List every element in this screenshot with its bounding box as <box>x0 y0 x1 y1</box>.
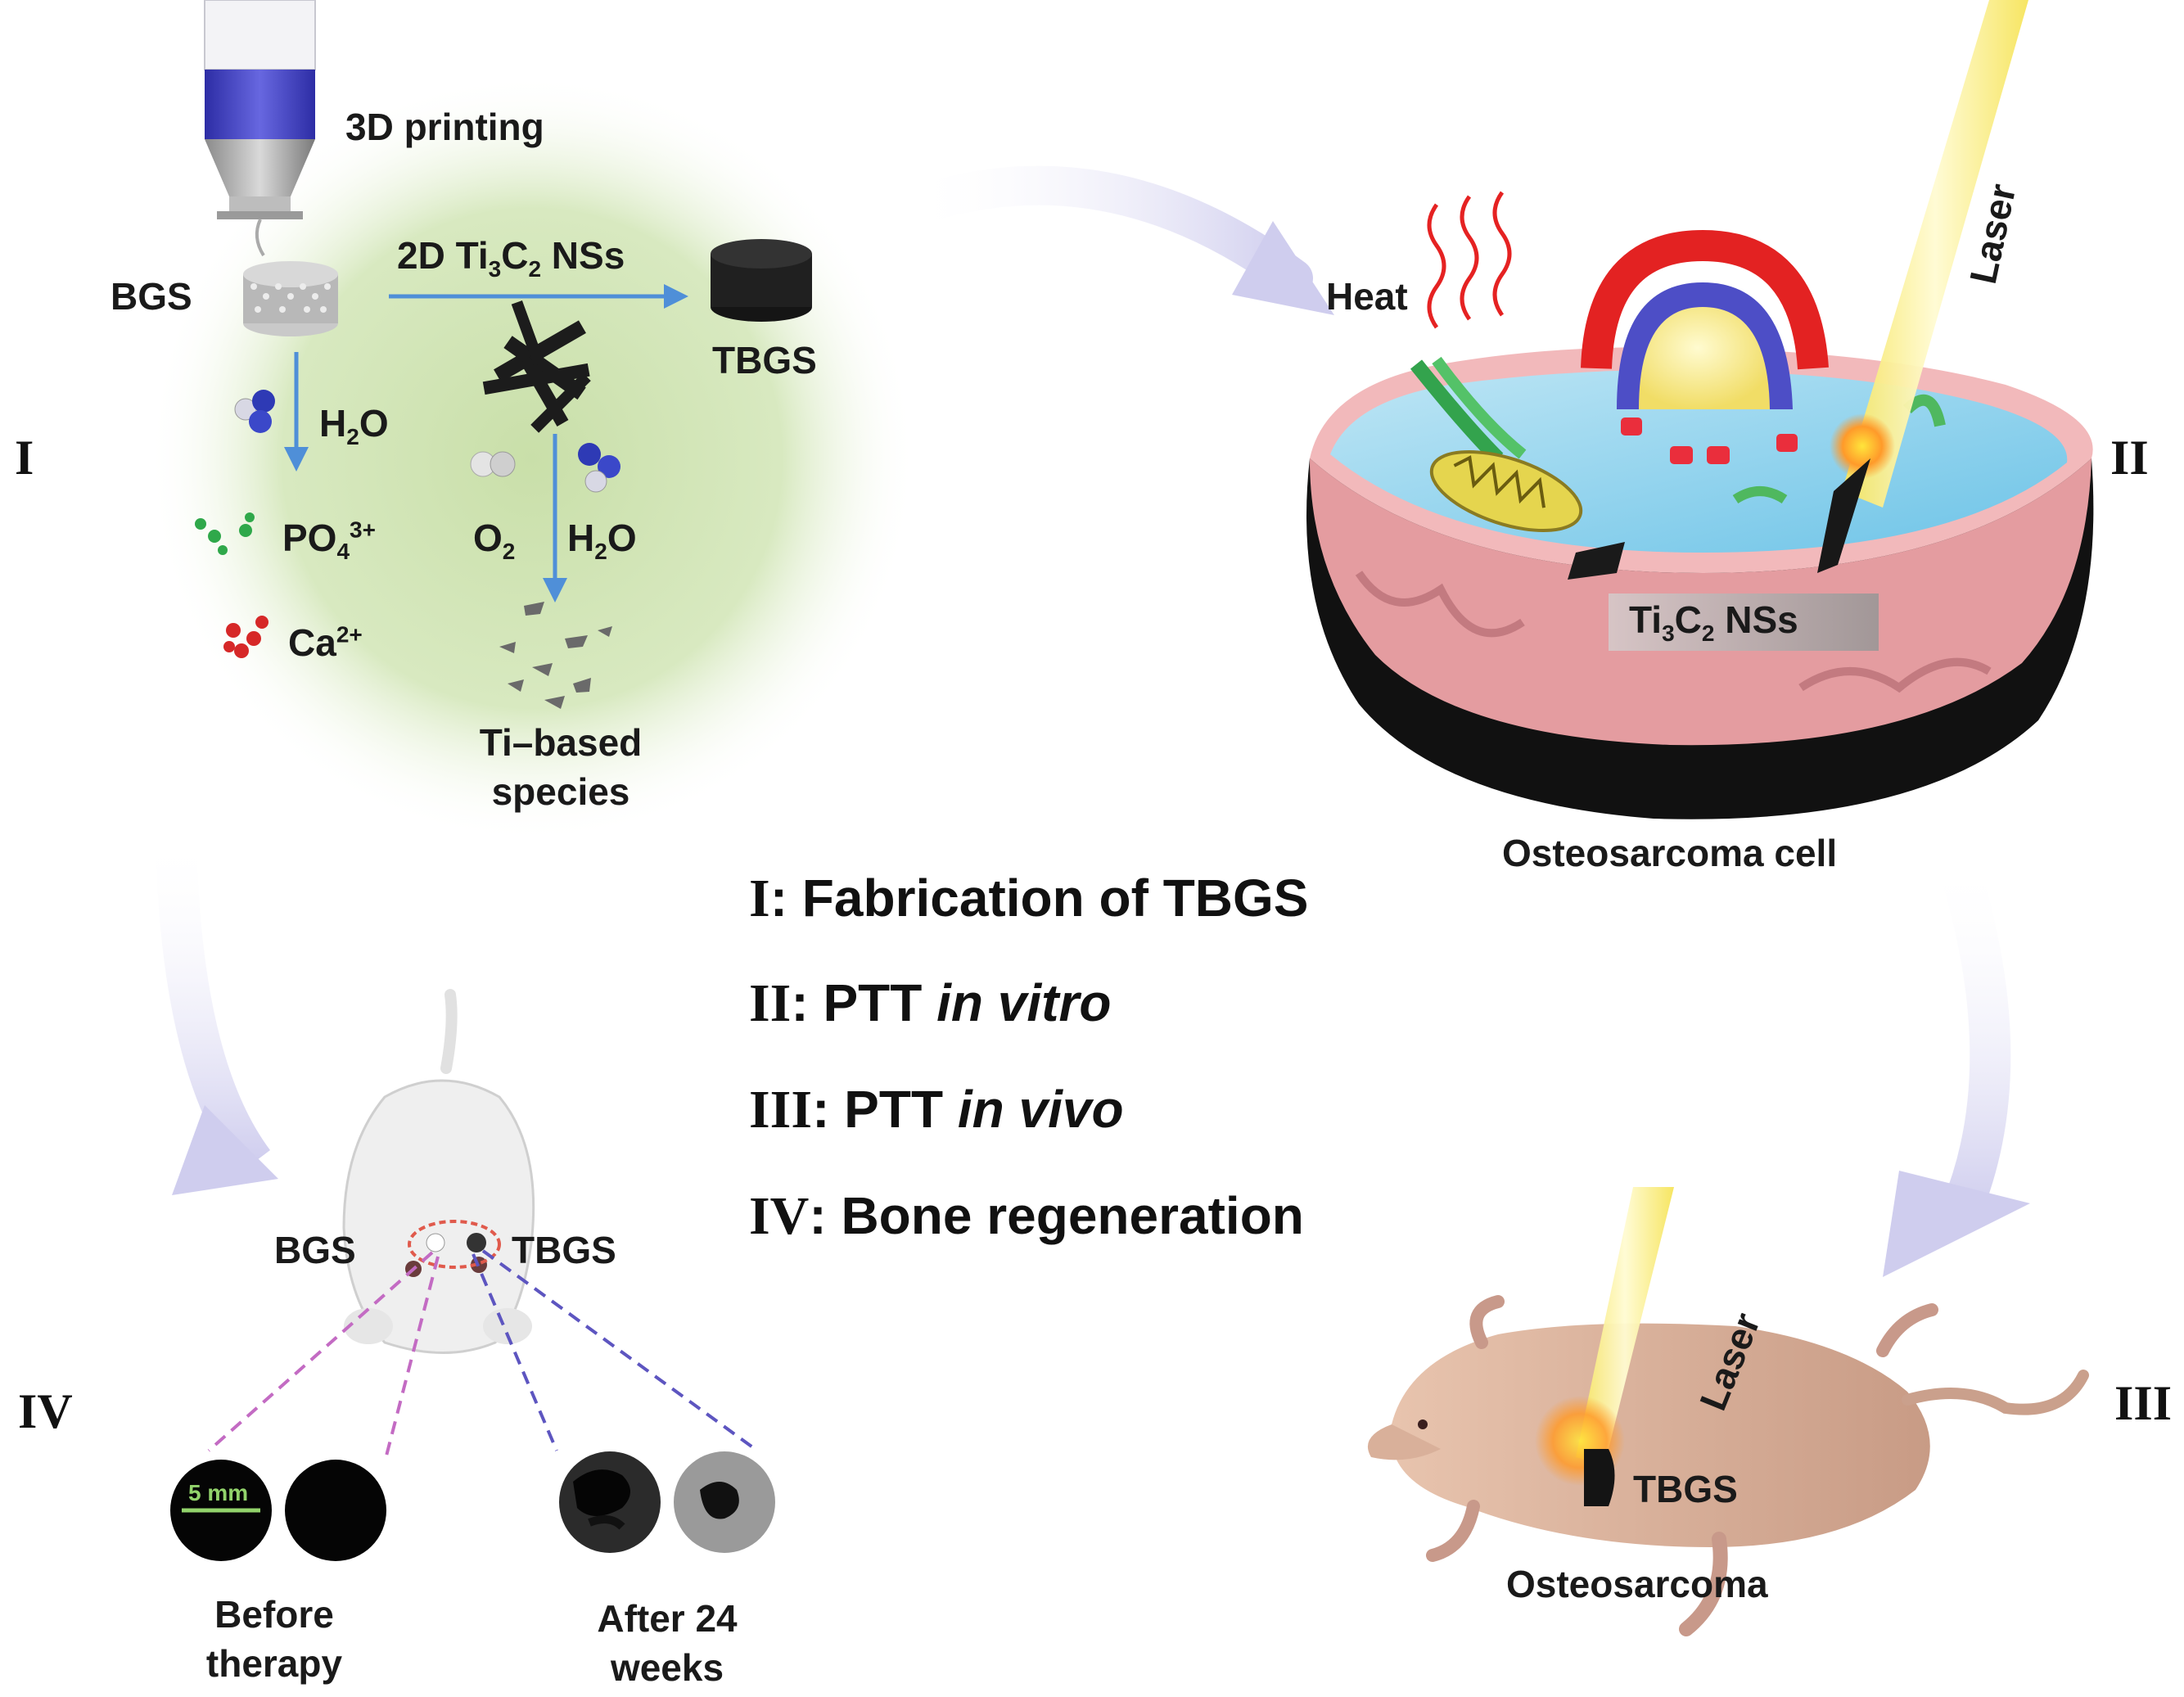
calcium-ions <box>223 616 268 658</box>
legend-row-2: II: PTT in vitro <box>749 973 1112 1033</box>
water-molecule-left <box>234 390 275 433</box>
ti-label-box <box>1609 593 1879 651</box>
label-after-2: weeks <box>610 1646 724 1689</box>
label-calcium: Ca2+ <box>288 621 363 664</box>
label-heat: Heat <box>1326 275 1408 318</box>
ti3c2-nanosheets <box>482 300 591 433</box>
label-before-1: Before <box>214 1593 334 1636</box>
label-ti3c2-in-cell: Ti3C2 NSs <box>1629 598 1798 647</box>
label-tbgs: TBGS <box>712 339 817 381</box>
label-ti-species-2: species <box>491 770 630 813</box>
white-mouse-illustration <box>342 989 535 1354</box>
label-ti3c2-nss: 2D Ti3C2 NSs <box>397 234 625 282</box>
label-h2o-right: H2O <box>567 517 637 565</box>
flow-arrow-to-cell-head <box>1232 221 1334 315</box>
flow-arrow-to-mouse-head <box>1883 1171 2030 1277</box>
flow-arrow-to-cell <box>889 165 1313 298</box>
panel-label-iii: III <box>2114 1376 2173 1430</box>
label-before-2: therapy <box>205 1642 343 1685</box>
label-tbgs-mouse-iii: TBGS <box>1633 1468 1738 1510</box>
legend-row-4: IV: Bone regeneration <box>749 1186 1304 1246</box>
oxygen-molecule <box>470 451 516 477</box>
label-h2o-left: H2O <box>319 402 389 450</box>
label-bgs: BGS <box>111 275 192 318</box>
label-scale: 5 mm <box>188 1480 249 1505</box>
microct-bgs-after <box>559 1451 661 1553</box>
panel-label-i: I <box>15 431 34 485</box>
flow-arrow-to-regeneration <box>156 834 271 1175</box>
label-osteosarcoma: Osteosarcoma <box>1506 1563 1768 1605</box>
phosphate-ions <box>195 512 255 555</box>
flow-arrow-to-regeneration-head <box>172 1105 278 1195</box>
water-molecule-right <box>578 443 620 493</box>
microct-tbgs-before <box>285 1460 386 1561</box>
osteosarcoma-cell-illustration <box>1306 0 2094 819</box>
micro-ct-connectors <box>207 1249 759 1463</box>
ti-species-fragments <box>499 602 612 709</box>
nude-mouse-illustration <box>1367 1187 2089 1636</box>
label-3d-printing: 3D printing <box>345 106 544 148</box>
label-osteosarcoma-cell: Osteosarcoma cell <box>1502 832 1838 874</box>
label-phosphate: PO43+ <box>282 517 376 565</box>
microct-tbgs-after <box>674 1451 775 1553</box>
panel-label-ii: II <box>2110 431 2149 485</box>
legend-row-1: I: Fabrication of TBGS <box>749 869 1309 928</box>
label-after-1: After 24 <box>597 1597 738 1640</box>
label-ti-species-1: Ti–based <box>479 721 643 764</box>
label-tbgs-mouse: TBGS <box>512 1229 616 1271</box>
tbgs-scaffold <box>711 239 812 322</box>
label-bgs-mouse: BGS <box>274 1229 356 1271</box>
panel-label-iv: IV <box>18 1384 73 1438</box>
flow-arrow-to-mouse <box>1937 853 2011 1220</box>
printer-nozzle <box>204 0 316 257</box>
bgs-scaffold <box>243 261 338 336</box>
legend-row-3: III: PTT in vivo <box>749 1080 1124 1140</box>
label-o2: O2 <box>473 517 516 565</box>
